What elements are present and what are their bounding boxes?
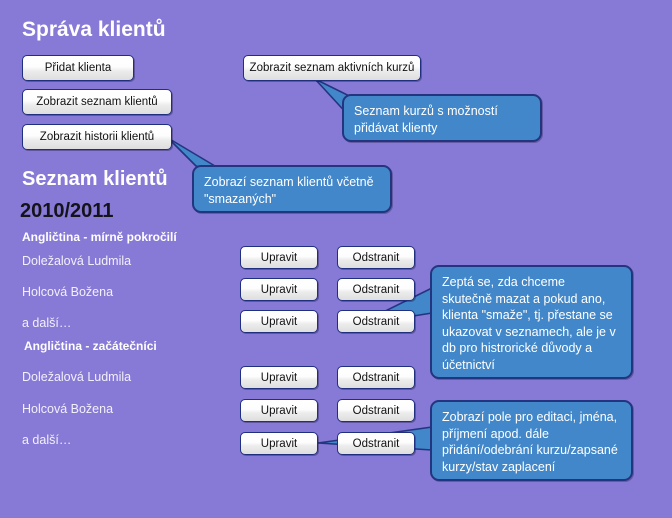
page-title: Správa klientů (22, 18, 166, 41)
callout-active-courses-line2: přidávat klienty (354, 120, 438, 135)
callout-delete-line4: ukazovat v seznamech, ale je v (442, 324, 616, 339)
callout-edit-line2: příjmení apod. dále (442, 426, 550, 441)
callout-edit-line3: přidání/odebrání kurzu/zapsané (442, 443, 618, 457)
course-group-heading: Angličtina - začátečníci (24, 339, 157, 353)
callout-delete-line2: skutečně mazat a pokud ano, (442, 291, 606, 306)
show-client-history-button[interactable]: Zobrazit historii klientů (22, 124, 172, 150)
client-name: Holcová Božena (22, 285, 114, 299)
edit-client-button[interactable]: Upravit (240, 310, 318, 333)
delete-client-button[interactable]: Odstranit (337, 399, 415, 422)
show-client-list-button[interactable]: Zobrazit seznam klientů (22, 89, 172, 115)
show-active-courses-button[interactable]: Zobrazit seznam aktivních kurzů (243, 55, 421, 81)
edit-client-button[interactable]: Upravit (240, 399, 318, 422)
callout-edit-client: Zobrazí pole pro editaci, jména, příjmen… (430, 400, 633, 481)
callout-delete-line6: účetnictví (442, 357, 495, 372)
delete-client-button[interactable]: Odstranit (337, 432, 415, 455)
callout-client-history-line1: Zobrazí seznam klientů včetně (204, 175, 374, 189)
callout-delete-line3: klienta "smaže", tj. přestane se (442, 308, 613, 322)
client-name: a další… (22, 433, 72, 447)
callout-delete-line1: Zeptá se, zda chceme (442, 275, 565, 289)
callout-delete-client: Zeptá se, zda chceme skutečně mazat a po… (430, 265, 633, 379)
callout-client-history-line2: "smazaných" (204, 191, 277, 206)
delete-client-button[interactable]: Odstranit (337, 246, 415, 269)
client-name: Holcová Božena (22, 402, 114, 416)
client-name: Doležalová Ludmila (22, 254, 132, 268)
delete-client-button[interactable]: Odstranit (337, 278, 415, 301)
edit-client-button[interactable]: Upravit (240, 366, 318, 389)
add-client-button[interactable]: Přidat klienta (22, 55, 134, 81)
callout-edit-line4: kurzy/stav zaplacení (442, 459, 556, 474)
callout-client-history: Zobrazí seznam klientů včetně "smazaných… (192, 165, 392, 213)
delete-client-button[interactable]: Odstranit (337, 310, 415, 333)
course-group-heading: Angličtina - mírně pokročilí (22, 230, 177, 244)
callout-active-courses: Seznam kurzů s možností přidávat klienty (342, 94, 542, 142)
edit-client-button[interactable]: Upravit (240, 278, 318, 301)
callout-delete-line5: db pro histrorické důvody a (442, 341, 593, 355)
client-list-heading: Seznam klientů (22, 168, 168, 190)
delete-client-button[interactable]: Odstranit (337, 366, 415, 389)
client-name: a další… (22, 316, 72, 330)
edit-client-button[interactable]: Upravit (240, 432, 318, 455)
client-name: Doležalová Ludmila (22, 370, 132, 384)
callout-edit-line1: Zobrazí pole pro editaci, jména, (442, 410, 618, 424)
school-year-label: 2010/2011 (20, 200, 114, 222)
callout-active-courses-line1: Seznam kurzů s možností (354, 104, 498, 118)
edit-client-button[interactable]: Upravit (240, 246, 318, 269)
